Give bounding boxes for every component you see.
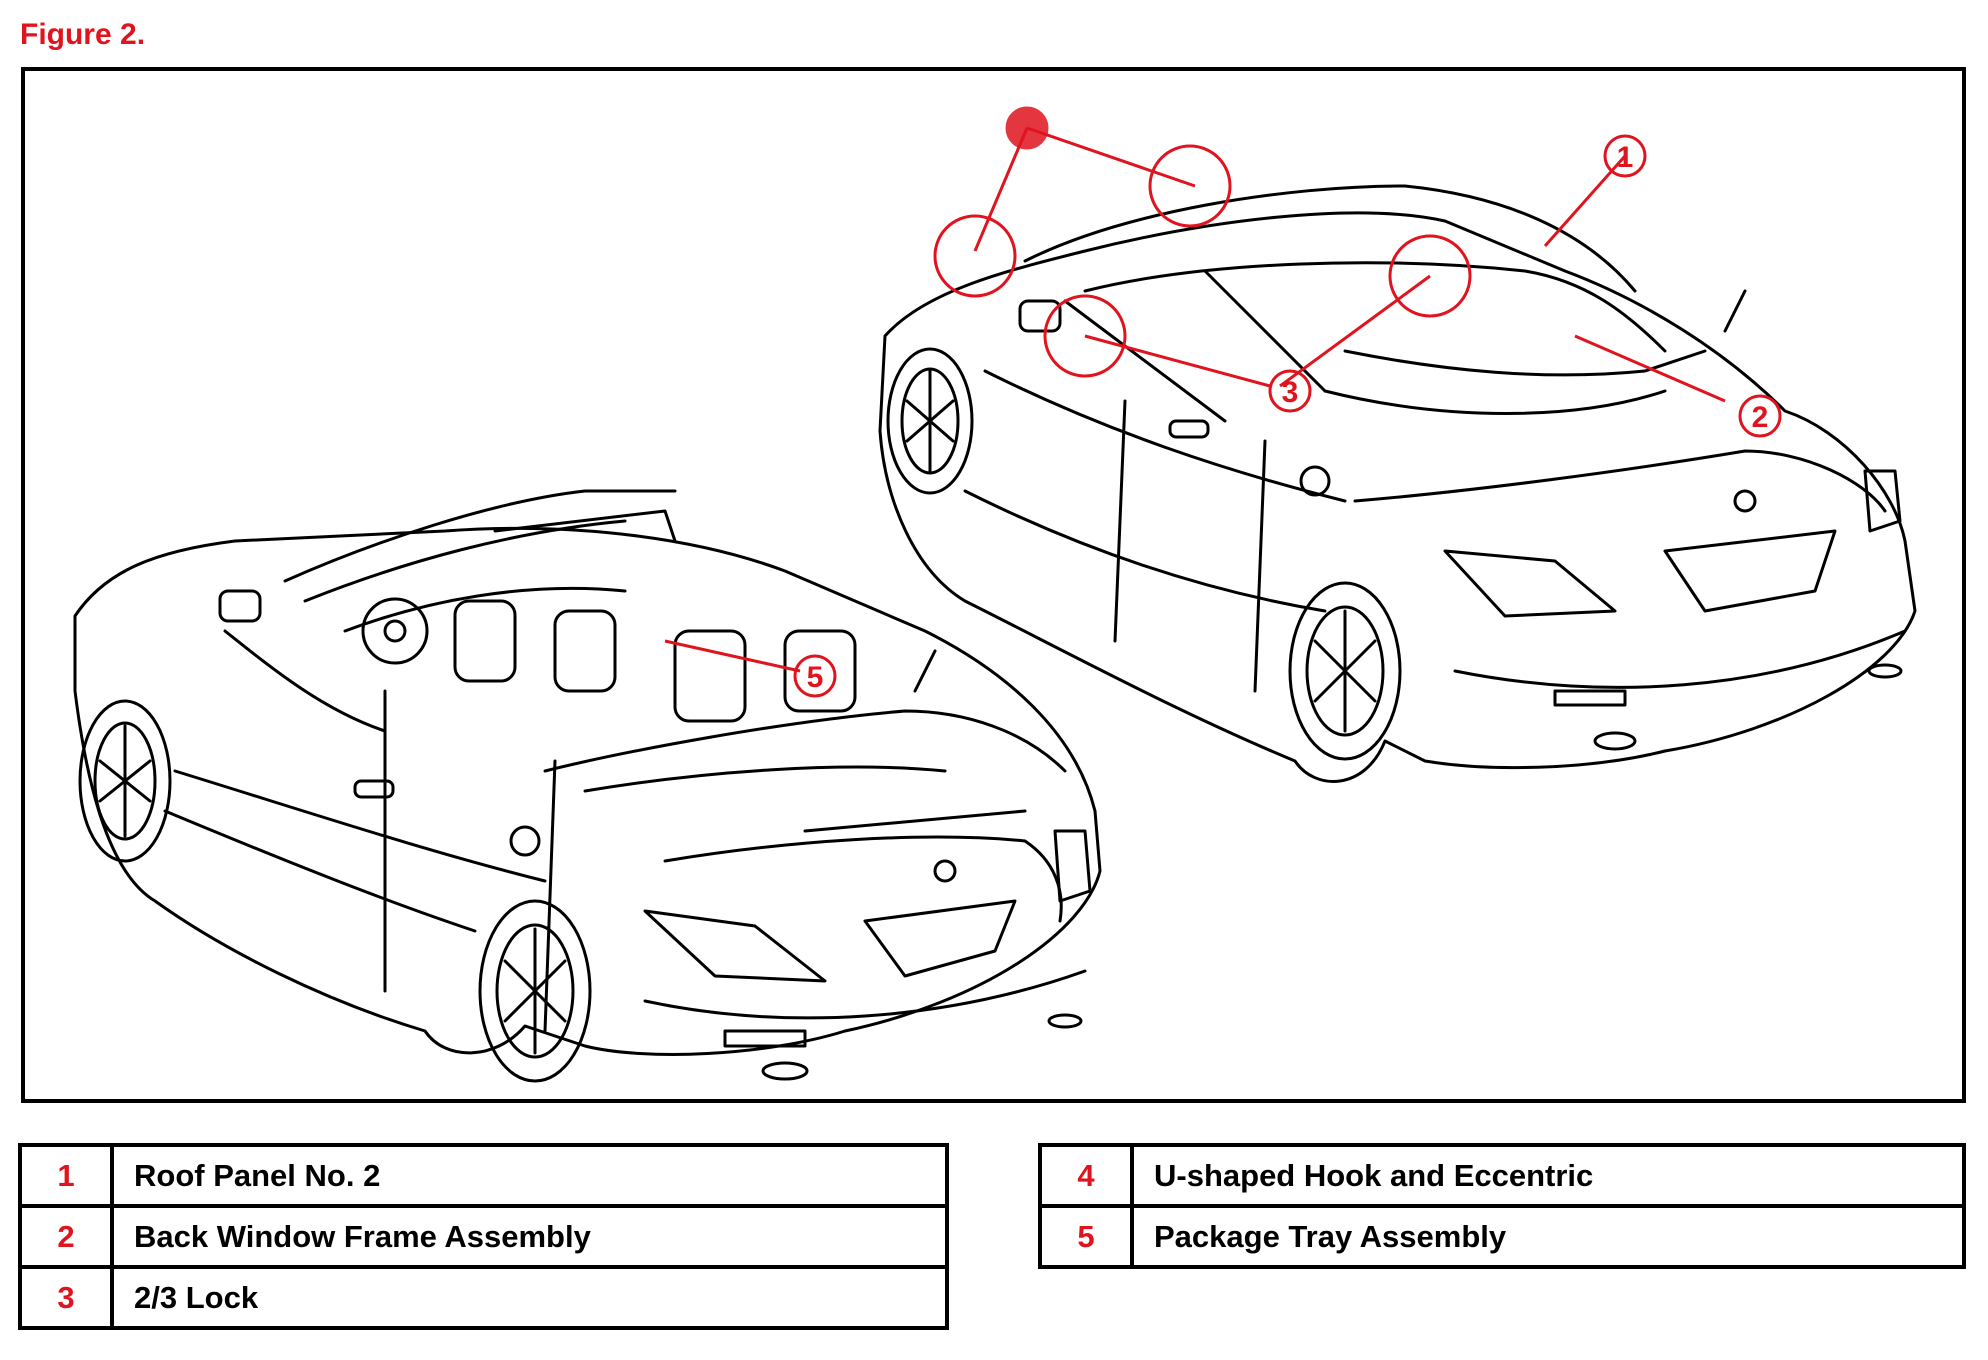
legend-row: 3 2/3 Lock <box>18 1265 949 1330</box>
legend-label: Package Tray Assembly <box>1130 1204 1966 1269</box>
legend-number: 5 <box>1038 1204 1134 1269</box>
legend-number: 2 <box>18 1204 114 1269</box>
convertible-car-drawing <box>73 489 1102 1083</box>
callout-labels: 1 2 3 5 <box>807 141 1769 694</box>
legend-table-left: 1 Roof Panel No. 2 2 Back Window Frame A… <box>18 1143 949 1330</box>
legend-number: 3 <box>18 1265 114 1330</box>
legend-number: 4 <box>1038 1143 1134 1208</box>
callout-5-marker <box>793 654 837 698</box>
callout-2-label: 2 <box>1752 401 1769 434</box>
highlight-circle <box>1148 144 1232 228</box>
legend-row: 5 Package Tray Assembly <box>1038 1204 1966 1269</box>
diagram-frame: 1 2 3 5 <box>21 67 1966 1103</box>
highlight-circle <box>1388 234 1472 318</box>
legend-table-right: 4 U-shaped Hook and Eccentric 5 Package … <box>1038 1143 1966 1269</box>
highlight-circle <box>1043 294 1127 378</box>
car-diagram: 1 2 3 5 <box>73 106 1917 1083</box>
legend-row: 2 Back Window Frame Assembly <box>18 1204 949 1269</box>
legend-label: Back Window Frame Assembly <box>110 1204 949 1269</box>
callout-1-marker <box>1603 134 1647 178</box>
legend-label: Roof Panel No. 2 <box>110 1143 949 1208</box>
callout-2-marker <box>1738 394 1782 438</box>
figure-title: Figure 2. <box>20 18 146 51</box>
legend-label: U-shaped Hook and Eccentric <box>1130 1143 1966 1208</box>
callout-3-marker <box>1268 369 1312 413</box>
legend-row: 4 U-shaped Hook and Eccentric <box>1038 1143 1966 1208</box>
legend-label: 2/3 Lock <box>110 1265 949 1330</box>
callout-5-label: 5 <box>807 661 824 694</box>
legend-number: 1 <box>18 1143 114 1208</box>
callout-overlays <box>664 106 1782 698</box>
legend-row: 1 Roof Panel No. 2 <box>18 1143 949 1208</box>
hardtop-car-drawing <box>878 184 1917 783</box>
highlight-circle <box>933 214 1017 298</box>
callout-3-label: 3 <box>1282 376 1299 409</box>
callout-1-label: 1 <box>1617 141 1634 174</box>
